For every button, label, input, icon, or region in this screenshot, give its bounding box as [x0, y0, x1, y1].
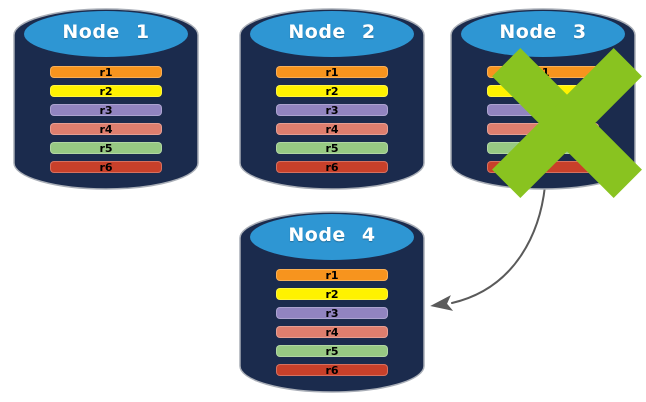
- replica-bar-r1: r1: [50, 66, 162, 79]
- replica-bar-r2: r2: [50, 85, 162, 98]
- replica-bar-r4: r4: [50, 123, 162, 136]
- replica-bar-r6: r6: [276, 161, 388, 174]
- replica-list: r1 r2 r3 r4 r5 r6: [50, 66, 162, 174]
- replica-bar-r1: r1: [276, 269, 388, 282]
- node-title: Node 3: [499, 21, 587, 43]
- replica-bar-r5: r5: [276, 345, 388, 358]
- replica-bar-r4: r4: [276, 326, 388, 339]
- node-title: Node 4: [288, 224, 376, 246]
- node-1: Node 1 r1 r2 r3 r4 r5 r6: [13, 8, 199, 190]
- cylinder-outline: [13, 8, 199, 190]
- replica-bar-r2: r2: [276, 85, 388, 98]
- replica-bar-r4: r4: [276, 123, 388, 136]
- cylinder-top: [461, 11, 625, 57]
- node-title: Node 2: [288, 21, 376, 43]
- cylinder-top: [250, 11, 414, 57]
- failover-arrow-line: [451, 185, 546, 304]
- arrowhead-icon: [430, 295, 454, 311]
- replica-list: r1 r2 r3 r4 r5 r6: [276, 66, 388, 174]
- cylinder-outline: [239, 211, 425, 393]
- replica-bar-r5: r5: [50, 142, 162, 155]
- cylinder-top: [250, 214, 414, 260]
- replica-list: r1 r2 r3 r4 r5 r6: [276, 269, 388, 377]
- replica-bar-r6: r6: [276, 364, 388, 377]
- replica-bar-r3: r3: [276, 307, 388, 320]
- replica-bar-r5: r5: [276, 142, 388, 155]
- node-2: Node 2 r1 r2 r3 r4 r5 r6: [239, 8, 425, 190]
- replica-bar-r6: r6: [50, 161, 162, 174]
- node-4: Node 4 r1 r2 r3 r4 r5 r6: [239, 211, 425, 393]
- replica-bar-r3: r3: [276, 104, 388, 117]
- replica-bar-r2: r2: [276, 288, 388, 301]
- node-3: Node 3 r1 r2 r3 r4 r5 r6: [450, 8, 642, 198]
- replica-bar-r1: r1: [276, 66, 388, 79]
- cylinder-outline: [239, 8, 425, 190]
- cylinder-top: [24, 11, 188, 57]
- replica-bar-r3: r3: [50, 104, 162, 117]
- node-title: Node 1: [62, 21, 150, 43]
